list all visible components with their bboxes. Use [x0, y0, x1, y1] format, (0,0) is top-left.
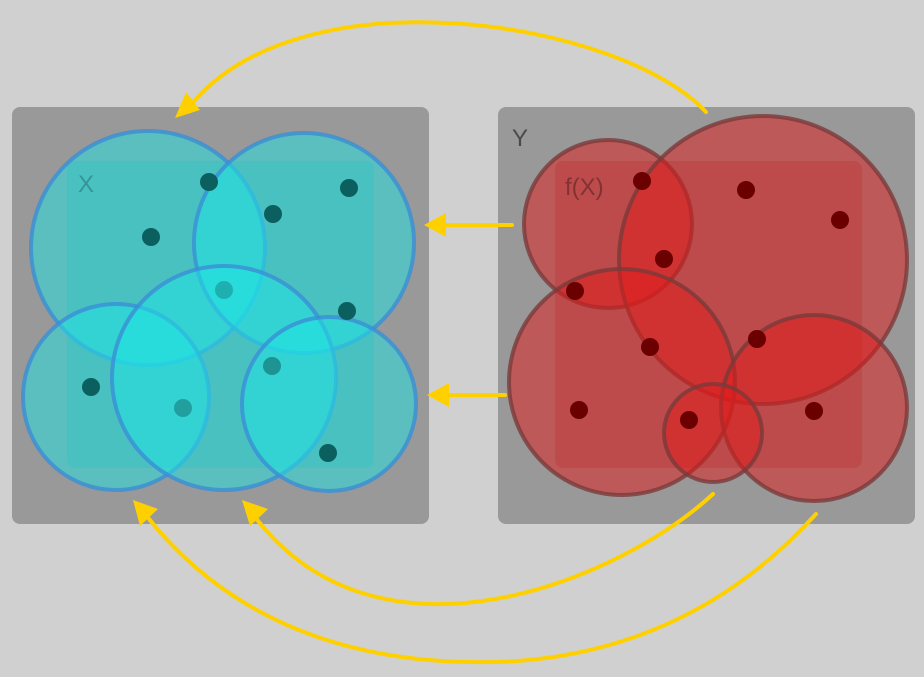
arrow-bottom-inner-arc: [253, 492, 715, 607]
cyan-point: [263, 357, 281, 375]
red-point: [655, 250, 673, 268]
arrowhead-top: [175, 92, 200, 118]
arrow-bottom-outer-arc: [143, 512, 818, 665]
cyan-point: [174, 399, 192, 417]
red-point: [748, 330, 766, 348]
red-point: [570, 401, 588, 419]
arrowhead-lower: [427, 383, 449, 407]
cyan-point: [338, 302, 356, 320]
cyan-point: [215, 281, 233, 299]
red-point: [737, 181, 755, 199]
cyan-cover: [21, 129, 418, 493]
arrowheads: [133, 92, 449, 526]
red-point: [805, 402, 823, 420]
arrowhead-bottom-inner: [242, 500, 268, 526]
red-point: [680, 411, 698, 429]
red-point: [566, 282, 584, 300]
cyan-point: [264, 205, 282, 223]
label-y: Y: [512, 125, 528, 152]
red-point: [633, 172, 651, 190]
cyan-point: [340, 179, 358, 197]
label-fx: f(X): [565, 174, 604, 201]
cyan-circle: [240, 315, 418, 493]
label-x: X: [78, 171, 94, 198]
cyan-points: [82, 173, 358, 462]
red-point: [831, 211, 849, 229]
arrowhead-upper: [424, 213, 446, 237]
arrow-top-arc: [188, 20, 708, 114]
cyan-point: [200, 173, 218, 191]
arrowhead-bottom-outer: [133, 500, 158, 526]
red-point: [641, 338, 659, 356]
red-circle: [662, 382, 764, 484]
red-points: [566, 172, 849, 429]
cyan-point: [82, 378, 100, 396]
cyan-point: [319, 444, 337, 462]
arrows: [143, 20, 818, 665]
cyan-point: [142, 228, 160, 246]
